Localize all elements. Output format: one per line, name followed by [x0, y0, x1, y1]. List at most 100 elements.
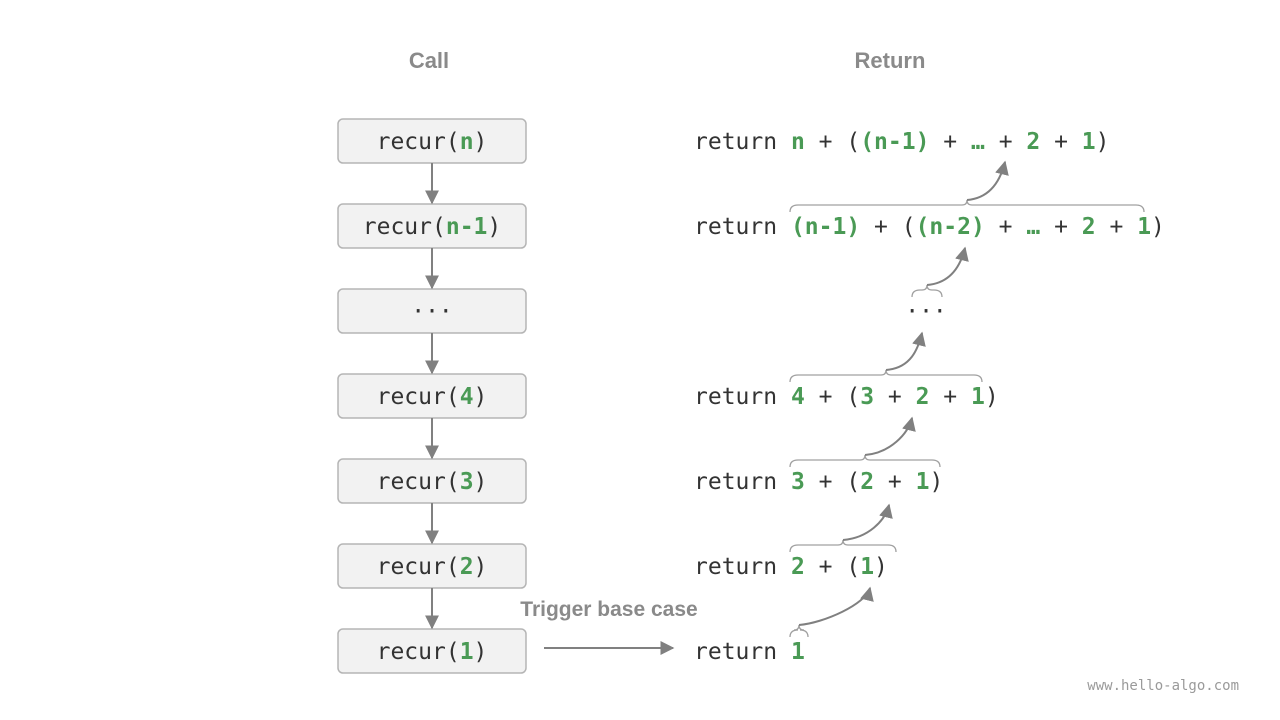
text-segment: ) [1151, 214, 1165, 240]
text-segment: (n-2) [916, 214, 985, 240]
text-segment: 1 [1137, 214, 1151, 240]
call-frame: ··· [337, 288, 527, 334]
text-segment: ) [474, 639, 488, 665]
call-frame: recur(n) [337, 118, 527, 164]
text-segment: + ( [805, 129, 860, 155]
text-segment: 1 [971, 384, 985, 410]
return-flow-arrow [926, 246, 969, 286]
text-segment: … [971, 129, 985, 155]
return-braces [789, 160, 1145, 638]
text-segment: + [985, 214, 1027, 240]
text-segment: ) [1096, 129, 1110, 155]
return-line: return 4 + (3 + 2 + 1) [694, 384, 999, 410]
text-segment: 1 [791, 639, 805, 665]
text-segment: ) [985, 384, 999, 410]
text-segment: 1 [1082, 129, 1096, 155]
return-values: return n + ((n-1) + … + 2 + 1)return (n-… [694, 129, 1165, 665]
brace [789, 539, 897, 553]
text-segment: return [694, 639, 791, 665]
return-line: return 3 + (2 + 1) [694, 469, 943, 495]
text-segment: + [874, 469, 916, 495]
text-segment: recur( [377, 469, 460, 495]
brace [789, 454, 941, 468]
text-segment: 2 [791, 554, 805, 580]
call-frame-label: recur(1) [377, 639, 488, 665]
text-segment: + ( [860, 214, 915, 240]
text-segment: ) [487, 214, 501, 240]
text-segment: ··· [411, 299, 453, 325]
call-frame: recur(2) [337, 543, 527, 589]
text-segment: recur( [363, 214, 446, 240]
return-line: return 2 + (1) [694, 554, 888, 580]
text-segment: 2 [1082, 214, 1096, 240]
text-segment: 2 [860, 469, 874, 495]
call-frame: recur(1) [337, 628, 527, 674]
text-segment: return [694, 384, 791, 410]
call-frame-label: recur(n) [377, 129, 488, 155]
text-segment: 3 [860, 384, 874, 410]
text-segment: 1 [916, 469, 930, 495]
return-flow-arrow [798, 586, 874, 626]
text-segment: 2 [460, 554, 474, 580]
text-segment: recur( [377, 639, 460, 665]
return-flow-arrow [842, 503, 893, 541]
text-segment: … [1026, 214, 1040, 240]
call-frame-label: ··· [411, 299, 453, 325]
text-segment: 3 [791, 469, 805, 495]
return-flow-arrow [864, 416, 916, 456]
return-line: return 1 [694, 639, 805, 665]
text-segment: 3 [460, 469, 474, 495]
call-frame: recur(n-1) [337, 203, 527, 249]
text-segment: (n-1) [791, 214, 860, 240]
text-segment: ) [474, 469, 488, 495]
text-segment: ) [929, 469, 943, 495]
text-segment: + [1040, 214, 1082, 240]
text-segment: 2 [916, 384, 930, 410]
text-segment: 4 [791, 384, 805, 410]
text-segment: + ( [805, 469, 860, 495]
return-header: Return [855, 48, 926, 73]
return-flow-arrow [966, 160, 1009, 201]
text-segment: 2 [1026, 129, 1040, 155]
call-header: Call [409, 48, 449, 73]
text-segment: ) [474, 384, 488, 410]
text-segment: ··· [905, 299, 947, 325]
text-segment: 1 [860, 554, 874, 580]
text-segment: n [460, 129, 474, 155]
text-segment: + ( [805, 384, 860, 410]
text-segment: + [985, 129, 1027, 155]
watermark: www.hello-algo.com [1087, 678, 1239, 694]
brace [789, 369, 983, 383]
return-line: return n + ((n-1) + … + 2 + 1) [694, 129, 1110, 155]
return-line: return (n-1) + ((n-2) + … + 2 + 1) [694, 214, 1165, 240]
text-segment: return [694, 554, 791, 580]
return-flow-arrow [885, 331, 926, 371]
call-frame: recur(4) [337, 373, 527, 419]
brace [789, 199, 1145, 213]
call-frame: recur(3) [337, 458, 527, 504]
text-segment: + [1096, 214, 1138, 240]
text-segment: 1 [460, 639, 474, 665]
text-segment: 4 [460, 384, 474, 410]
return-line: ··· [905, 299, 947, 325]
call-frame-label: recur(n-1) [363, 214, 502, 240]
text-segment: + [929, 384, 971, 410]
text-segment: + [874, 384, 916, 410]
text-segment: ) [474, 129, 488, 155]
text-segment: + [1040, 129, 1082, 155]
text-segment: recur( [377, 554, 460, 580]
text-segment: recur( [377, 384, 460, 410]
text-segment: return [694, 214, 791, 240]
call-frame-label: recur(4) [377, 384, 488, 410]
text-segment: ) [874, 554, 888, 580]
brace [789, 624, 809, 638]
brace [911, 284, 943, 298]
text-segment: n [791, 129, 805, 155]
text-segment: + ( [805, 554, 860, 580]
text-segment: (n-1) [860, 129, 929, 155]
trigger-base-case-label: Trigger base case [520, 598, 697, 621]
text-segment: return [694, 469, 791, 495]
text-segment: + [929, 129, 971, 155]
call-frame-label: recur(3) [377, 469, 488, 495]
